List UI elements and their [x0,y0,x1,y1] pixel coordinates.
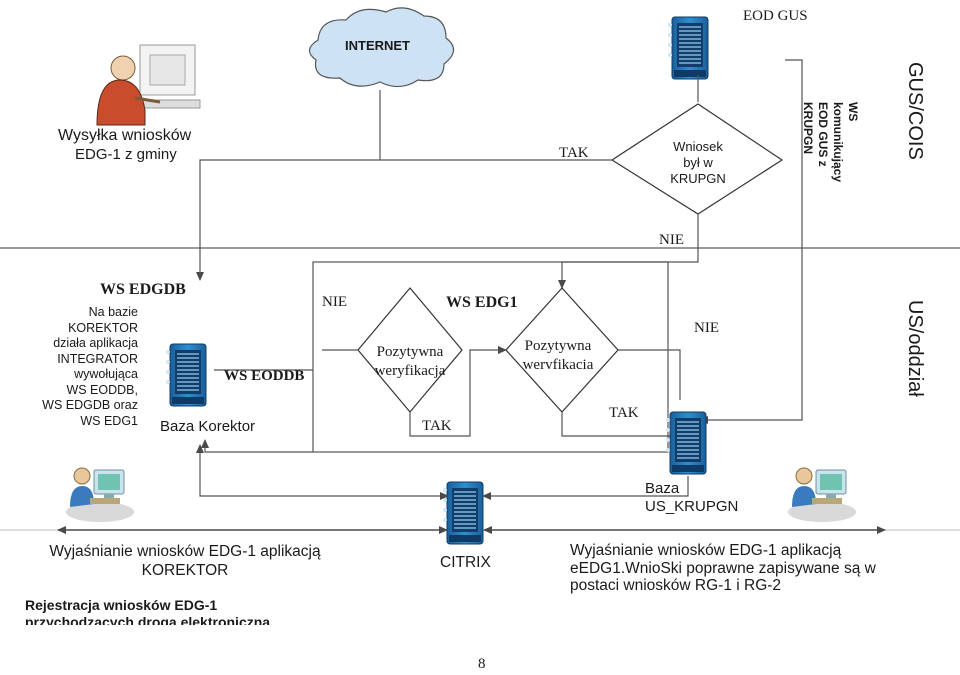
server-icon [442,481,484,545]
arrow-icon [482,476,689,500]
arrow-icon [409,346,507,437]
arrow-icon [196,159,612,281]
tak-label-verify2: TAK [609,405,639,421]
arrow-icon [558,214,699,289]
server-icon [667,16,709,80]
nie-label-verify2: NIE [694,320,719,336]
nie-label-verify1: NIE [322,294,347,310]
cloud-icon [308,7,455,88]
ws-edg1-label: WS EDG1 [446,294,518,311]
person-at-computer-icon [787,467,857,523]
sender-label-line2: EDG-1 z gminy [75,146,177,163]
citrix-label: CITRIX [440,554,491,571]
arrow-icon [201,439,313,453]
region-us-oddzial: US/oddział [904,300,926,397]
region-gus-cois: GUS/COIS [904,62,926,160]
verification-box [312,261,669,453]
internet-label: INTERNET [345,38,410,53]
arrow-icon [196,444,449,500]
line-tak2 [561,412,640,437]
page-number: 8 [478,656,486,672]
ws-eoddb-label: WS EODDB [224,368,305,384]
eod-gus-label: EOD GUS [743,8,808,24]
person-at-computer-icon [65,467,135,523]
line-nie2 [618,349,681,400]
ws-edgdb-label: WS EDGDB [100,281,186,298]
baza-korektor-label: Baza Korektor [160,418,256,435]
arrow-icon [699,59,803,424]
server-icon [665,411,707,475]
tak-label-verify1: TAK [422,418,452,434]
server-icon [165,343,207,407]
nie-label-top: NIE [659,232,684,248]
sender-label-line1: Wysyłka wniosków [58,127,192,144]
person-at-computer-icon [96,44,201,126]
tak-label-top: TAK [559,145,589,161]
